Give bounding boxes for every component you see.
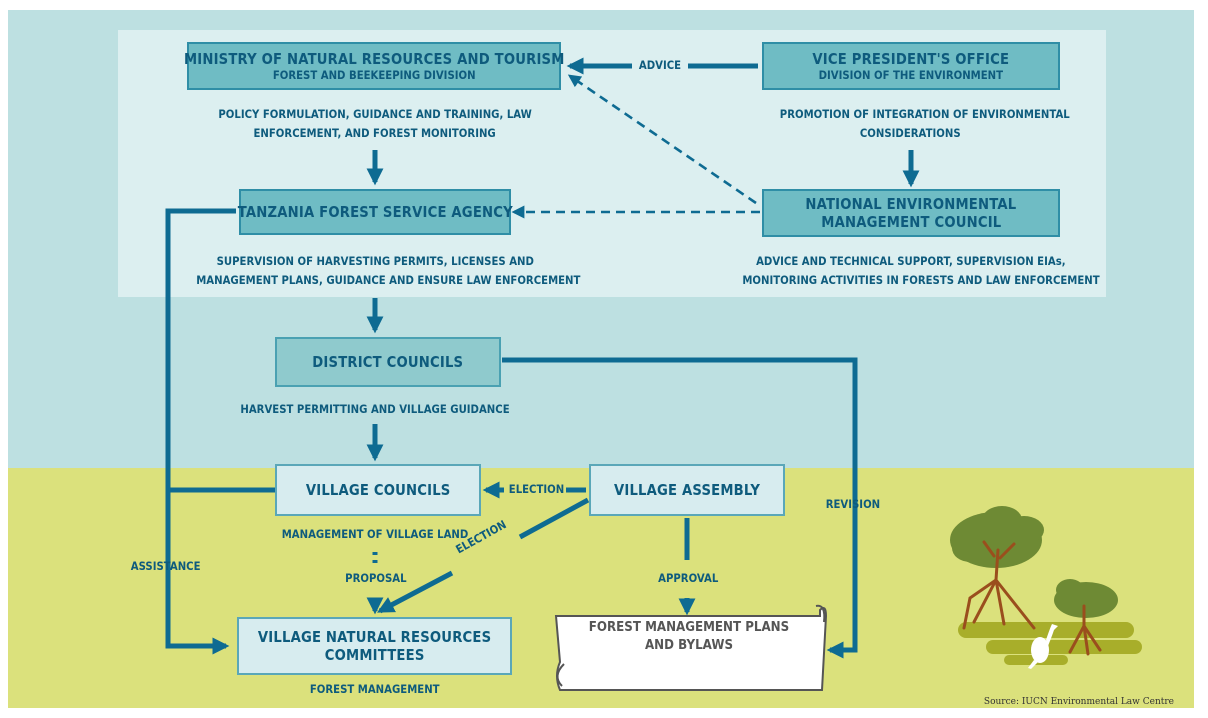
election-diagonal-arrow-head [376, 570, 454, 614]
plans-title-line: FOREST MANAGEMENT PLANS [588, 619, 790, 635]
nemc-description: ADVICE AND TECHNICAL SUPPORT, SUPERVISIO… [718, 252, 1104, 290]
vice-president-description-line: PROMOTION OF INTEGRATION OF ENVIRONMENTA… [779, 107, 1070, 121]
revision-label: REVISION [822, 497, 884, 511]
district-councils-title: DISTRICT COUNCILS [312, 353, 464, 371]
vice-president-node: VICE PRESIDENT'S OFFICE DIVISION OF THE … [762, 42, 1060, 90]
vnrc-description-text: FOREST MANAGEMENT [310, 682, 440, 696]
nemc-description-line: MONITORING ACTIVITIES IN FORESTS AND LAW… [742, 273, 1100, 287]
revision-label-text: REVISION [825, 497, 881, 511]
tfs-description-line: SUPERVISION OF HARVESTING PERMITS, LICEN… [216, 254, 534, 268]
proposal-label: PROPOSAL [341, 571, 411, 585]
vice-president-title: VICE PRESIDENT'S OFFICE [812, 49, 1010, 68]
nemc-title-line: MANAGEMENT COUNCIL [820, 213, 1002, 231]
vice-president-description: PROMOTION OF INTEGRATION OF ENVIRONMENTA… [760, 105, 1070, 143]
village-assembly-title: VILLAGE ASSEMBLY [613, 481, 761, 499]
ministry-subtitle: FOREST AND BEEKEEPING DIVISION [272, 67, 476, 82]
nemc-title-line: NATIONAL ENVIRONMENTAL [805, 195, 1017, 213]
village-councils-description: MANAGEMENT OF VILLAGE LAND [255, 525, 495, 544]
proposal-label-text: PROPOSAL [345, 571, 407, 585]
vnrc-title-line: VILLAGE NATURAL RESOURCES [257, 628, 492, 646]
nemc-description-line: ADVICE AND TECHNICAL SUPPORT, SUPERVISIO… [756, 254, 1066, 268]
election-label: ELECTION [505, 482, 568, 496]
tfs-description: SUPERVISION OF HARVESTING PERMITS, LICEN… [170, 252, 580, 290]
village-councils-description-text: MANAGEMENT OF VILLAGE LAND [281, 527, 469, 541]
source-note: Source: IUCN Environmental Law Centre [983, 697, 1174, 707]
assistance-arrow [165, 208, 236, 655]
election-diagonal-arrow [518, 497, 590, 540]
tfs-description-line: MANAGEMENT PLANS, GUIDANCE AND ENSURE LA… [196, 273, 581, 287]
nemc-to-ministry-dashed-arrow [567, 74, 757, 205]
election-label-text: ELECTION [508, 482, 565, 496]
revision-arrow [502, 357, 858, 659]
vice-president-description-line: CONSIDERATIONS [859, 126, 961, 140]
district-councils-node: DISTRICT COUNCILS [275, 337, 501, 387]
advice-label-text: ADVICE [638, 58, 682, 72]
village-councils-title: VILLAGE COUNCILS [305, 481, 451, 499]
village-councils-node: VILLAGE COUNCILS [275, 464, 481, 516]
plans-node: FOREST MANAGEMENT PLANS AND BYLAWS [560, 618, 818, 654]
ministry-title: MINISTRY OF NATURAL RESOURCES AND TOURIS… [183, 49, 565, 68]
nemc-node: NATIONAL ENVIRONMENTAL MANAGEMENT COUNCI… [762, 189, 1060, 237]
tfs-node: TANZANIA FOREST SERVICE AGENCY [237, 189, 513, 235]
mangrove-illustration [950, 506, 1142, 669]
advice-label: ADVICE [636, 58, 684, 72]
vnrc-node: VILLAGE NATURAL RESOURCES COMMITTEES [237, 617, 512, 675]
district-councils-description-text: HARVEST PERMITTING AND VILLAGE GUIDANCE [240, 402, 510, 416]
ministry-node: MINISTRY OF NATURAL RESOURCES AND TOURIS… [184, 42, 564, 90]
village-assembly-node: VILLAGE ASSEMBLY [589, 464, 785, 516]
approval-label: APPROVAL [654, 571, 722, 585]
district-councils-description: HARVEST PERMITTING AND VILLAGE GUIDANCE [210, 400, 540, 419]
tfs-title: TANZANIA FOREST SERVICE AGENCY [237, 203, 513, 221]
ministry-description-line: POLICY FORMULATION, GUIDANCE AND TRAININ… [218, 107, 532, 121]
assistance-label: ASSISTANCE [126, 559, 205, 573]
ministry-description-line: ENFORCEMENT, AND FOREST MONITORING [253, 126, 497, 140]
vice-president-subtitle: DIVISION OF THE ENVIRONMENT [818, 67, 1004, 82]
vnrc-description: FOREST MANAGEMENT [260, 680, 490, 699]
assistance-label-text: ASSISTANCE [130, 559, 201, 573]
plans-scroll [554, 604, 828, 691]
ministry-description: POLICY FORMULATION, GUIDANCE AND TRAININ… [190, 105, 560, 143]
plans-title-line: AND BYLAWS [644, 637, 734, 653]
vnrc-title-line: COMMITTEES [324, 646, 425, 664]
approval-label-text: APPROVAL [658, 571, 719, 585]
